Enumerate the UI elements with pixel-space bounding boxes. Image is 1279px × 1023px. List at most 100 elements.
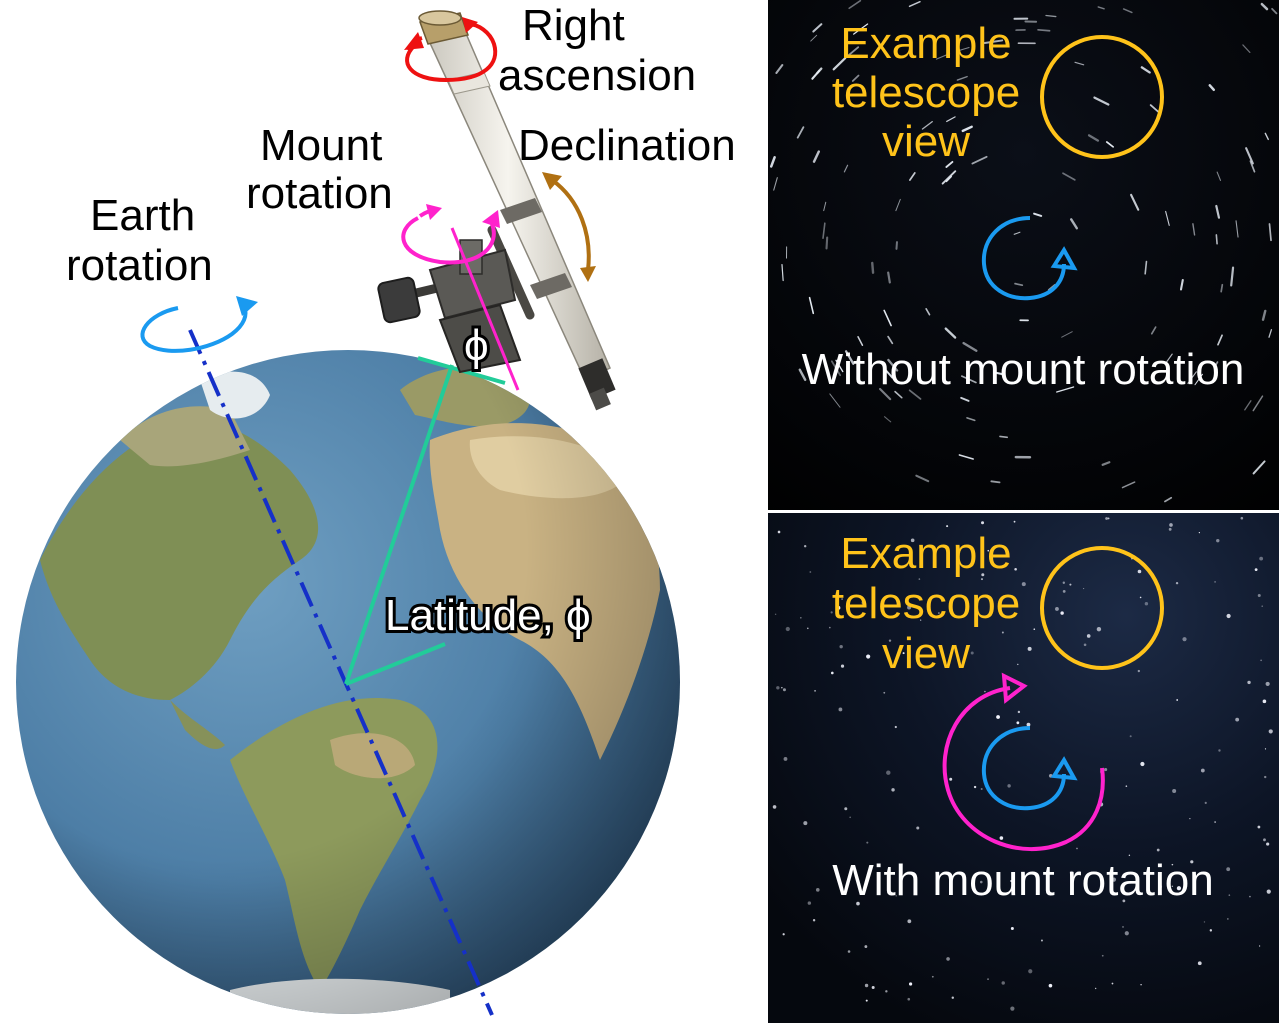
- star-trail: [883, 416, 892, 423]
- star: [981, 521, 985, 525]
- star-trail: [961, 125, 973, 133]
- star: [895, 894, 897, 897]
- latitude-label: Latitude, ϕ: [385, 591, 591, 640]
- star: [888, 639, 892, 642]
- star-trail: [1140, 66, 1151, 74]
- star: [1144, 602, 1149, 606]
- star-trail: [1122, 8, 1133, 14]
- star-trail: [1074, 61, 1085, 66]
- star: [1262, 699, 1267, 704]
- star: [1259, 556, 1264, 561]
- star-trail: [879, 387, 892, 401]
- star: [1204, 801, 1207, 804]
- star: [861, 600, 866, 605]
- star: [829, 626, 831, 629]
- star-trail: [908, 172, 916, 181]
- star: [1266, 889, 1271, 894]
- star: [1140, 984, 1142, 986]
- star-trail: [848, 0, 862, 10]
- mount-rotation-label-1: Mount: [260, 121, 382, 170]
- star: [1214, 821, 1216, 823]
- right-ascension-label-1: Right: [522, 1, 625, 50]
- telescope-view-circle: [1040, 546, 1164, 670]
- star-trail: [847, 46, 860, 57]
- star: [803, 545, 807, 548]
- star-field: [772, 516, 1273, 1011]
- star: [1070, 870, 1074, 874]
- star-trail: [851, 74, 860, 82]
- star: [1266, 842, 1270, 846]
- star: [1190, 860, 1194, 864]
- star-trail: [775, 64, 784, 74]
- star: [847, 950, 851, 953]
- star: [1254, 568, 1258, 572]
- star: [984, 690, 986, 693]
- star: [1083, 587, 1085, 590]
- earth-rotation-label-2: rotation: [66, 241, 213, 290]
- star-trail: [946, 116, 956, 123]
- star: [1169, 523, 1173, 527]
- star: [1017, 663, 1019, 666]
- star-trail: [1097, 6, 1105, 10]
- star-trail: [823, 201, 827, 212]
- star: [1028, 969, 1033, 974]
- star: [918, 578, 921, 580]
- star: [1218, 749, 1221, 752]
- mount-rotation-arrow-icon: [401, 204, 500, 265]
- star: [1013, 520, 1016, 523]
- star: [894, 725, 897, 729]
- star: [1033, 628, 1036, 631]
- star: [840, 664, 845, 668]
- star-trail: [853, 23, 869, 35]
- star-trail: [1150, 326, 1157, 335]
- star: [1001, 631, 1004, 634]
- star-trail: [1149, 104, 1160, 113]
- star-trail: [908, 389, 922, 400]
- star: [1171, 863, 1174, 866]
- star: [841, 598, 843, 600]
- star-trail: [798, 368, 807, 382]
- mount-axis: [450, 227, 520, 391]
- star-trail: [871, 261, 875, 274]
- star: [1264, 775, 1267, 779]
- star: [908, 982, 913, 986]
- star-trail: [1192, 223, 1196, 236]
- star: [866, 841, 869, 844]
- star: [1247, 680, 1251, 685]
- telescope-view-label-3: view: [882, 117, 970, 166]
- star: [831, 671, 834, 675]
- star-trail: [857, 336, 864, 346]
- star-trail: [895, 198, 901, 212]
- star: [946, 525, 949, 528]
- star: [1111, 877, 1117, 882]
- star: [979, 880, 983, 884]
- star: [812, 919, 816, 922]
- mount-rotation-label-2: rotation: [246, 169, 393, 218]
- star: [1021, 582, 1026, 587]
- star-trail: [1215, 204, 1221, 219]
- star-trail: [832, 56, 847, 71]
- star: [836, 605, 841, 610]
- star: [1227, 918, 1229, 920]
- star-trail: [945, 175, 953, 183]
- star: [1105, 517, 1108, 520]
- star: [1249, 895, 1251, 898]
- star: [864, 983, 869, 988]
- star-trail: [812, 150, 820, 163]
- sky-rotation-arrow-icon: [981, 216, 1078, 301]
- star: [1189, 817, 1191, 820]
- star-trail: [887, 271, 891, 284]
- star: [931, 975, 934, 978]
- star: [920, 619, 922, 621]
- star: [1040, 939, 1043, 942]
- star: [1060, 611, 1064, 615]
- star-trail: [1252, 460, 1266, 475]
- earth-rotation-arrow-icon: [140, 296, 258, 353]
- star: [1216, 538, 1220, 543]
- star: [807, 627, 809, 630]
- star: [1096, 626, 1102, 632]
- star: [980, 787, 983, 790]
- star: [1259, 945, 1261, 947]
- star: [951, 996, 954, 999]
- star-trail: [843, 164, 849, 173]
